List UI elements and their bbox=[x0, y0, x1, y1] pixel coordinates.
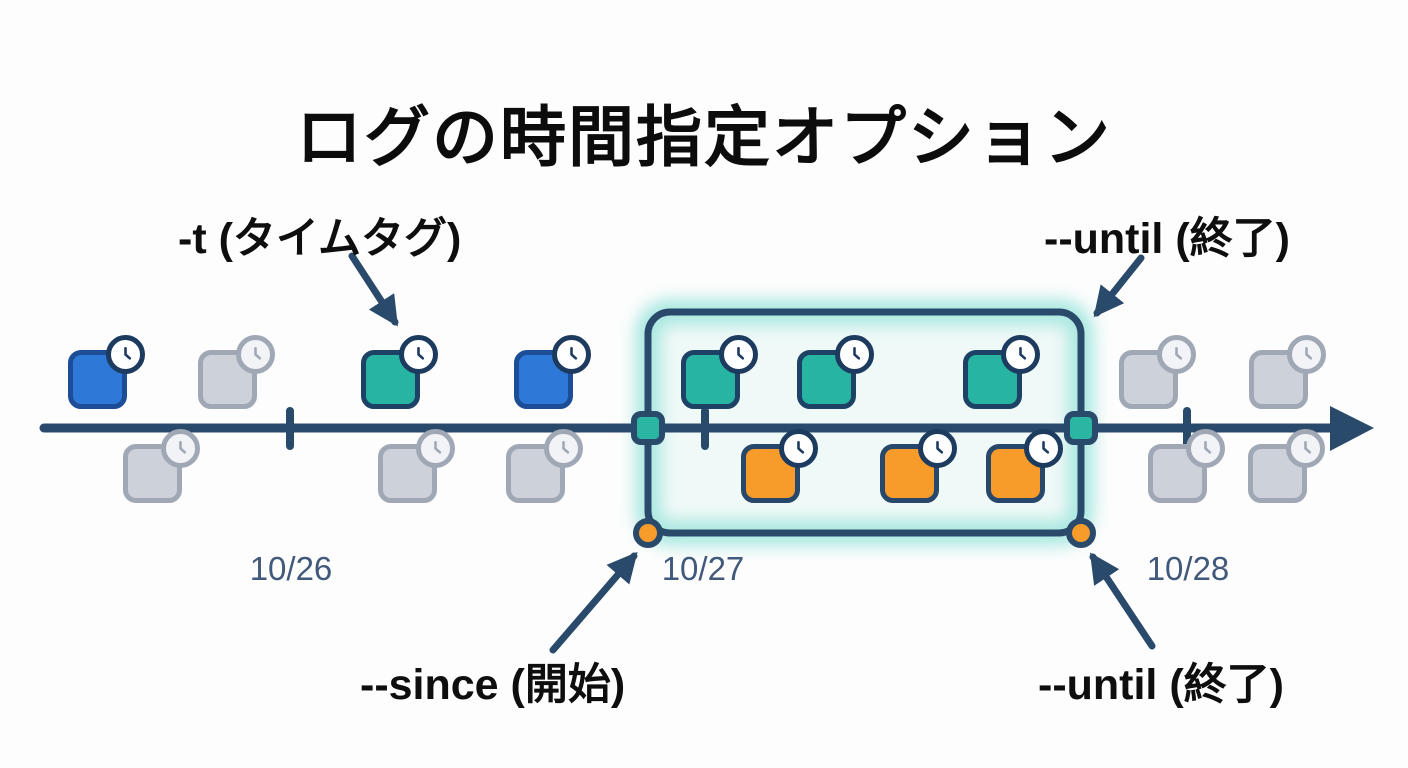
log-entry-gray bbox=[506, 429, 584, 505]
annotation-until-top: --until (終了) bbox=[1044, 215, 1290, 263]
clock-icon bbox=[835, 335, 874, 374]
log-entry-gray bbox=[1119, 335, 1197, 411]
clock-icon bbox=[779, 429, 818, 468]
arrow-since-icon bbox=[549, 551, 638, 654]
clock-icon bbox=[236, 335, 275, 374]
clock-icon bbox=[161, 429, 200, 468]
arrow-timetag-icon bbox=[348, 252, 399, 327]
log-entry-gray bbox=[1148, 429, 1226, 505]
log-entry-gray bbox=[1248, 429, 1326, 505]
clock-icon bbox=[1286, 429, 1325, 468]
clock-icon bbox=[1001, 335, 1040, 374]
page-title: ログの時間指定オプション bbox=[296, 100, 1112, 175]
log-entry-gray bbox=[198, 335, 276, 411]
timeline-arrowhead-icon bbox=[1330, 406, 1374, 451]
since-anchor-dot[interactable] bbox=[633, 518, 663, 548]
date-label: 10/26 bbox=[249, 550, 333, 587]
log-square bbox=[1249, 350, 1308, 409]
log-entry-teal bbox=[681, 335, 759, 411]
clock-icon bbox=[719, 335, 758, 374]
log-entry-gray bbox=[378, 429, 456, 505]
range-start-handle[interactable] bbox=[631, 411, 665, 445]
annotation-time-tag: -t (タイムタグ) bbox=[178, 215, 462, 263]
log-entry-teal bbox=[361, 335, 439, 411]
clock-icon bbox=[399, 335, 438, 374]
date-label: 10/28 bbox=[1146, 550, 1230, 587]
log-square bbox=[1148, 444, 1207, 503]
range-end-handle[interactable] bbox=[1064, 411, 1098, 445]
arrow-until-bottom-icon bbox=[1089, 552, 1156, 650]
log-entry-blue bbox=[514, 335, 592, 411]
log-entry-gray bbox=[1249, 335, 1327, 411]
log-entry-gray bbox=[123, 429, 201, 505]
log-entry-orange bbox=[986, 429, 1064, 505]
log-entry-orange bbox=[741, 429, 819, 505]
clock-icon bbox=[1157, 335, 1196, 374]
log-entry-blue bbox=[68, 335, 146, 411]
clock-icon bbox=[544, 429, 583, 468]
annotation-until-bottom: --until (終了) bbox=[1038, 661, 1284, 709]
arrow-until-top-icon bbox=[1093, 254, 1145, 318]
log-entry-teal bbox=[797, 335, 875, 411]
log-entry-orange bbox=[880, 429, 958, 505]
log-entry-teal bbox=[963, 335, 1041, 411]
clock-icon bbox=[918, 429, 957, 468]
clock-icon bbox=[1287, 335, 1326, 374]
clock-icon bbox=[1024, 429, 1063, 468]
clock-icon bbox=[552, 335, 591, 374]
log-square bbox=[986, 444, 1045, 503]
until-anchor-dot[interactable] bbox=[1066, 518, 1096, 548]
clock-icon bbox=[106, 335, 145, 374]
log-square bbox=[198, 350, 257, 409]
date-label: 10/27 bbox=[661, 550, 745, 587]
clock-icon bbox=[416, 429, 455, 468]
clock-icon bbox=[1186, 429, 1225, 468]
log-square bbox=[506, 444, 565, 503]
log-square bbox=[361, 350, 420, 409]
annotation-since: --since (開始) bbox=[360, 661, 626, 709]
